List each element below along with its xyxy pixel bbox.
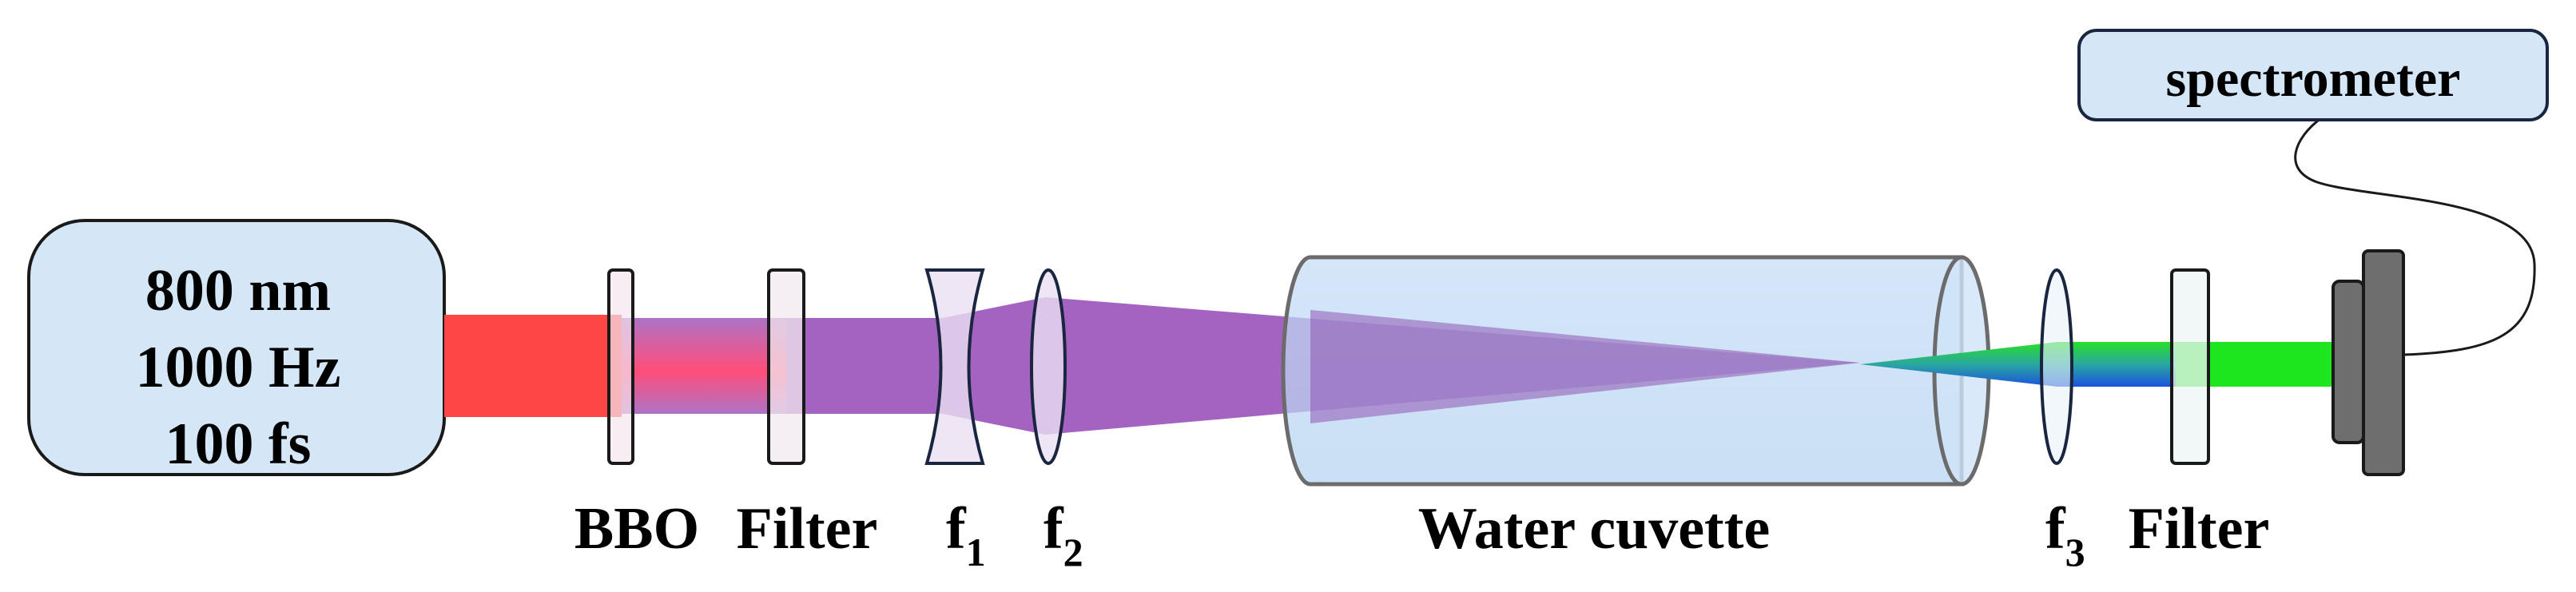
detector-lens bbox=[2332, 280, 2365, 444]
lens-f1 bbox=[924, 268, 985, 465]
filter-1 bbox=[767, 268, 805, 465]
detector-body bbox=[2362, 249, 2405, 476]
mixed-beam bbox=[622, 318, 786, 414]
label-f3-sub: 3 bbox=[2065, 530, 2085, 574]
lens-f2 bbox=[1030, 268, 1067, 465]
violet-beam bbox=[786, 318, 943, 414]
label-f3: f3 bbox=[2045, 496, 2085, 574]
green-beam bbox=[2057, 342, 2176, 387]
label-f1-sub: 1 bbox=[966, 530, 986, 574]
label-f2-sub: 2 bbox=[1063, 530, 1083, 574]
laser-pulse-duration: 100 fs bbox=[165, 411, 312, 477]
beam-in-cuvette bbox=[1310, 310, 1860, 423]
fiber-cable bbox=[2294, 117, 2536, 356]
label-f3-base: f bbox=[2045, 496, 2066, 562]
label-f1: f1 bbox=[946, 496, 986, 574]
spectrometer: spectrometer bbox=[2077, 29, 2549, 121]
detector bbox=[2332, 249, 2405, 476]
label-f2: f2 bbox=[1044, 496, 1083, 574]
label-water-cuvette: Water cuvette bbox=[1418, 496, 1770, 562]
laser-repetition-rate: 1000 Hz bbox=[136, 335, 341, 400]
label-filter-1: Filter bbox=[737, 496, 878, 562]
laser-source: 800 nm 1000 Hz 100 fs bbox=[27, 219, 446, 477]
filter-2 bbox=[2170, 268, 2210, 465]
label-filter-2: Filter bbox=[2129, 496, 2270, 562]
spectrometer-box bbox=[2077, 29, 2549, 121]
label-f2-base: f bbox=[1044, 496, 1064, 562]
lens-f3 bbox=[2040, 268, 2073, 465]
laser-wavelength: 800 nm bbox=[145, 258, 331, 324]
spectrometer-label: spectrometer bbox=[2166, 50, 2461, 108]
bbo-crystal bbox=[607, 268, 634, 465]
label-f1-base: f bbox=[946, 496, 967, 562]
label-bbo: BBO bbox=[574, 496, 699, 562]
output-cone bbox=[1860, 342, 2057, 387]
red-beam bbox=[444, 315, 622, 417]
